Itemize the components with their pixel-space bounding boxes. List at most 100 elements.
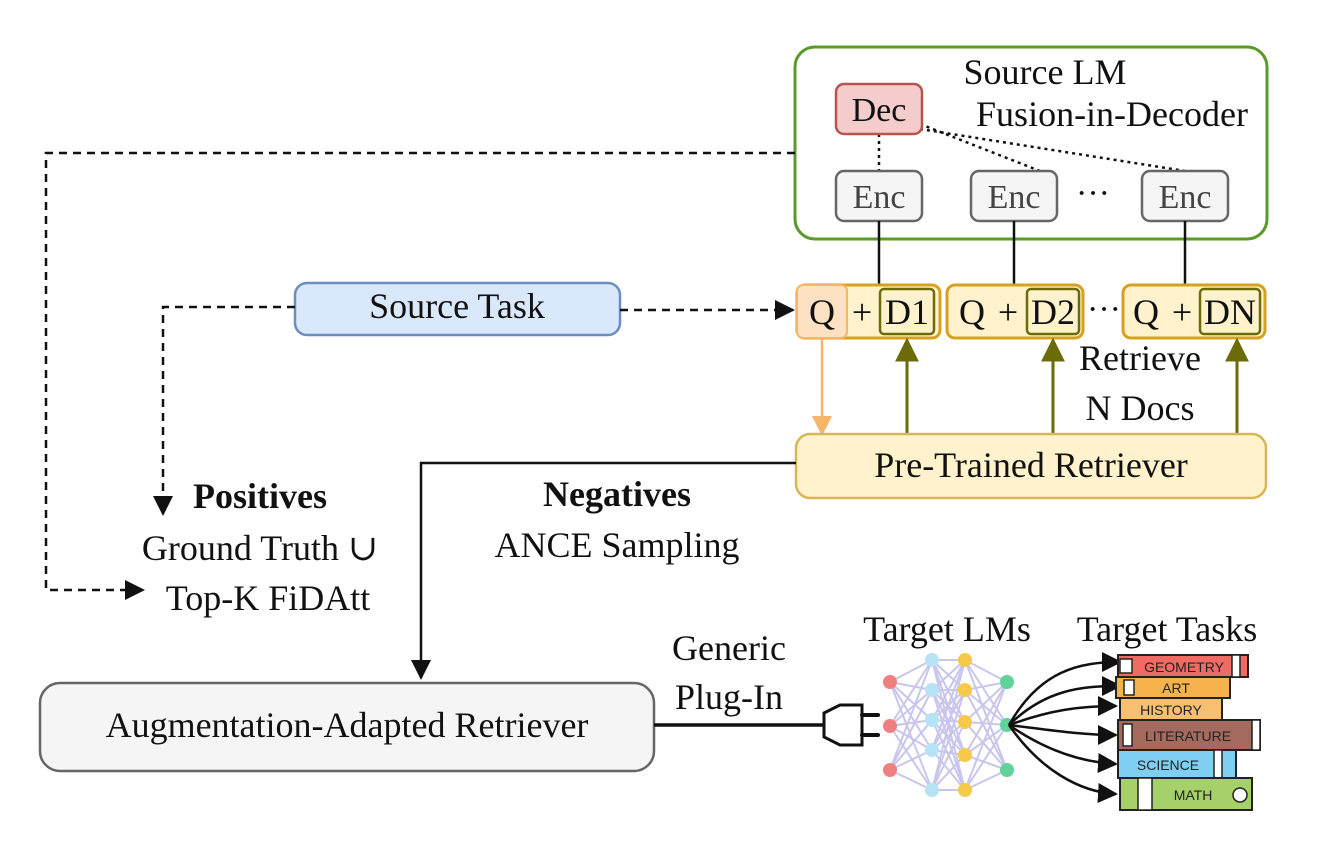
nn-edge <box>964 724 1008 791</box>
target-tasks-label: Target Tasks <box>1077 609 1258 649</box>
negatives-title: Negatives <box>543 474 691 514</box>
nn-node <box>958 683 972 697</box>
nn-edge <box>964 659 1008 771</box>
input-query-1: Q <box>809 292 835 332</box>
nn-edge <box>889 659 933 683</box>
input-plus-2: + <box>998 292 1018 332</box>
input-doc-2: D2 <box>1031 292 1075 332</box>
lm-to-topk-arrow <box>44 151 795 600</box>
nn-edge <box>964 724 1008 756</box>
book-art: ART <box>1115 676 1231 699</box>
encoder-label-2: Enc <box>988 179 1041 216</box>
nn-edge <box>889 659 933 727</box>
nn-node <box>958 748 972 762</box>
nn-edge <box>889 749 933 771</box>
nn-edge <box>889 681 933 691</box>
nn-edge <box>889 719 933 727</box>
nn-edge <box>931 721 966 751</box>
source-lm-title: Source LM <box>964 52 1127 92</box>
book-stack-icon: GEOMETRY ART HISTORY LITERATURE SCIENCE … <box>1115 654 1261 811</box>
nn-node <box>883 763 897 777</box>
input-ellipsis: ··· <box>1087 291 1121 328</box>
nn-edge <box>964 681 1008 791</box>
nn-edge <box>889 719 933 771</box>
input-block-n: Q + DN <box>1121 283 1267 340</box>
decoder-block: Dec <box>834 82 924 136</box>
decoder-label: Dec <box>852 92 907 129</box>
input-query-2: Q <box>959 292 985 332</box>
nn-edge <box>964 754 1008 771</box>
encoder-block-2: Enc <box>969 169 1059 223</box>
encoder-label-n: Enc <box>1159 179 1212 216</box>
input-plus-n: + <box>1172 292 1192 332</box>
nn-edge <box>889 689 933 771</box>
negatives-line1: ANCE Sampling <box>494 525 739 565</box>
source-task-label: Source Task <box>369 286 545 326</box>
nn-edge <box>964 659 1008 683</box>
nn-edge <box>964 659 1008 726</box>
nn-edge <box>931 754 966 791</box>
retrieve-note-line1: Retrieve <box>1079 338 1201 378</box>
nn-node <box>958 715 972 729</box>
book-science: SCIENCE <box>1117 749 1237 779</box>
nn-edge <box>889 689 933 727</box>
nn-edge <box>889 725 933 751</box>
nn-edge <box>964 689 1008 726</box>
nn-edge <box>889 769 933 791</box>
nn-edge <box>931 749 966 791</box>
nn-edge <box>964 681 1008 723</box>
nn-node <box>1000 763 1014 777</box>
nn-edge <box>931 659 966 791</box>
plugin-line1: Generic <box>672 628 786 668</box>
nn-node <box>1000 675 1014 689</box>
positives-line2: Top-K FiDAtt <box>166 578 371 618</box>
source-lm-box: Source LM Fusion-in-Decoder Dec Enc Enc … <box>793 45 1269 241</box>
nn-node <box>958 783 972 797</box>
nn-edge <box>931 721 966 791</box>
aar-box: Augmentation-Adapted Retriever <box>38 681 656 773</box>
neural-network-icon <box>883 653 1014 797</box>
dec-enc-link-3 <box>919 127 1186 173</box>
input-block-2: Q + D2 <box>945 283 1085 340</box>
task-arrows <box>1007 652 1122 803</box>
encoder-block-1: Enc <box>834 169 924 223</box>
encoder-label-1: Enc <box>853 179 906 216</box>
nn-node <box>925 713 939 727</box>
nn-edge <box>931 659 966 751</box>
nn-edge <box>889 681 933 791</box>
plug-icon <box>818 703 880 747</box>
book-geometry: GEOMETRY <box>1117 654 1249 678</box>
nn-edge <box>964 721 1008 771</box>
positives-title: Positives <box>193 476 327 516</box>
nn-node <box>925 653 939 667</box>
input-plus-1: + <box>852 292 872 332</box>
nn-node <box>883 675 897 689</box>
nn-edge <box>931 689 966 791</box>
svg-text:GEOMETRY: GEOMETRY <box>1144 659 1225 675</box>
nn-edge <box>964 681 1008 756</box>
source-task-box: Source Task <box>293 281 622 337</box>
positives-line1: Ground Truth ∪ <box>142 528 378 568</box>
nn-edge <box>931 689 966 751</box>
book-history: HISTORY <box>1119 697 1223 721</box>
svg-text:HISTORY: HISTORY <box>1140 702 1202 718</box>
nn-edge <box>931 659 966 691</box>
nn-edge <box>964 689 1008 771</box>
aar-label: Augmentation-Adapted Retriever <box>106 705 589 745</box>
nn-node <box>925 683 939 697</box>
nn-node <box>925 743 939 757</box>
pretrained-retriever-label: Pre-Trained Retriever <box>874 445 1188 485</box>
svg-text:MATH: MATH <box>1174 787 1213 803</box>
nn-node <box>925 783 939 797</box>
svg-text:SCIENCE: SCIENCE <box>1137 757 1199 773</box>
book-math: MATH <box>1119 777 1253 811</box>
nn-edge <box>889 659 933 771</box>
svg-text:LITERATURE: LITERATURE <box>1145 728 1231 744</box>
source-lm-subtitle: Fusion-in-Decoder <box>976 94 1248 134</box>
dec-enc-link-2 <box>919 122 1041 173</box>
target-lms-label: Target LMs <box>863 609 1031 649</box>
input-doc-1: D1 <box>885 292 929 332</box>
nn-node <box>958 653 972 667</box>
nn-edge <box>964 721 1008 726</box>
